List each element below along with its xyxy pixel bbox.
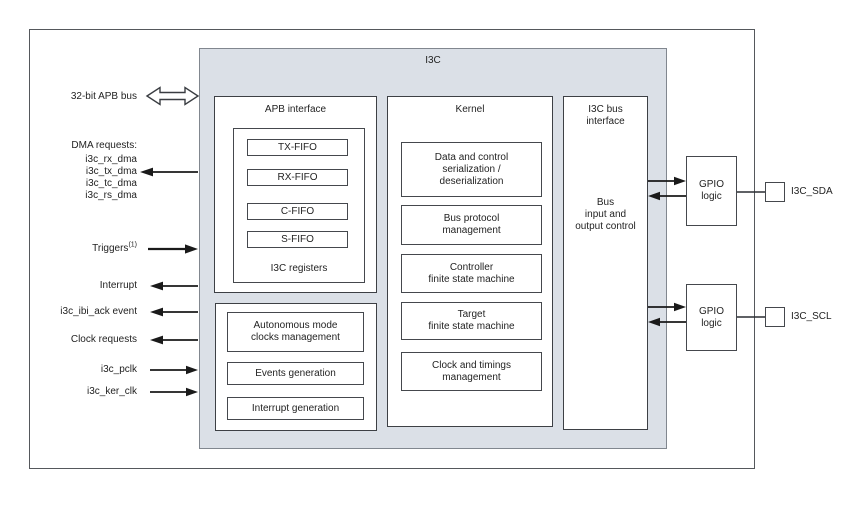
dma-tc-label: i3c_tc_dma [85, 178, 137, 189]
ibi-ack-label: i3c_ibi_ack event [60, 306, 137, 317]
i3c-bus-interface-title: I3C bus interface [586, 104, 625, 127]
i3c-sda-pin [765, 182, 785, 202]
bus-protocol-label: Bus protocol management [442, 213, 501, 236]
gpio-logic-box-scl: GPIO logic [686, 284, 737, 351]
i3c-sda-pin-label: I3C_SDA [791, 186, 833, 197]
clock-timings-label: Clock and timings management [432, 359, 511, 383]
events-generation-box: Events generation [227, 362, 364, 385]
gpio-logic-sda-label: GPIO logic [698, 179, 724, 202]
bus-protocol-box: Bus protocol management [401, 205, 542, 245]
interrupt-label: Interrupt [99, 280, 137, 291]
rx-fifo-label: RX-FIFO [277, 171, 318, 183]
kernel-title: Kernel [455, 104, 485, 115]
bus-io-control-label: Bus input and output control [575, 197, 636, 232]
i3c-scl-pin-label: I3C_SCL [791, 311, 832, 322]
gpio-logic-box-sda: GPIO logic [686, 156, 737, 226]
s-fifo-label: S-FIFO [281, 233, 314, 245]
clock-requests-label: Clock requests [70, 334, 137, 345]
rx-fifo-box: RX-FIFO [247, 169, 348, 186]
target-fsm-box: Target finite state machine [401, 302, 542, 340]
ker-clk-label: i3c_ker_clk [86, 386, 137, 397]
events-generation-label: Events generation [255, 367, 336, 379]
dma-rx-label: i3c_rx_dma [85, 154, 137, 165]
tx-fifo-label: TX-FIFO [278, 141, 317, 153]
dma-rs-label: i3c_rs_dma [85, 190, 137, 201]
apb-interface-title: APB interface [264, 104, 327, 115]
c-fifo-label: C-FIFO [280, 205, 315, 217]
i3c-scl-pin [765, 307, 785, 327]
gpio-logic-scl-label: GPIO logic [698, 305, 724, 329]
triggers-text: Triggers [92, 243, 129, 254]
serialization-box: Data and control serialization / deseria… [401, 142, 542, 197]
clock-timings-box: Clock and timings management [401, 352, 542, 391]
i3c-bus-interface-section: I3C bus interface [563, 96, 648, 430]
dma-tx-label: i3c_tx_dma [85, 166, 137, 177]
i3c-registers-label: I3C registers [270, 263, 328, 274]
triggers-footnote-marker: (1) [128, 241, 137, 249]
controller-fsm-box: Controller finite state machine [401, 254, 542, 293]
c-fifo-box: C-FIFO [247, 203, 348, 220]
interrupt-generation-label: Interrupt generation [251, 402, 340, 414]
dma-requests-heading: DMA requests: [71, 140, 137, 151]
i3c-block-title: I3C [425, 55, 441, 66]
apb-bus-label: 32-bit APB bus [70, 91, 137, 102]
controller-fsm-label: Controller finite state machine [428, 261, 515, 285]
s-fifo-box: S-FIFO [247, 231, 348, 248]
target-fsm-label: Target finite state machine [428, 309, 515, 332]
triggers-label: Triggers(1) [92, 241, 137, 255]
autonomous-clocks-label: Autonomous mode clocks management [251, 320, 340, 343]
interrupt-generation-box: Interrupt generation [227, 397, 364, 420]
serialization-label: Data and control serialization / deseria… [434, 151, 509, 187]
autonomous-clocks-box: Autonomous mode clocks management [227, 312, 364, 352]
tx-fifo-box: TX-FIFO [247, 139, 348, 156]
pclk-label: i3c_pclk [100, 364, 137, 375]
